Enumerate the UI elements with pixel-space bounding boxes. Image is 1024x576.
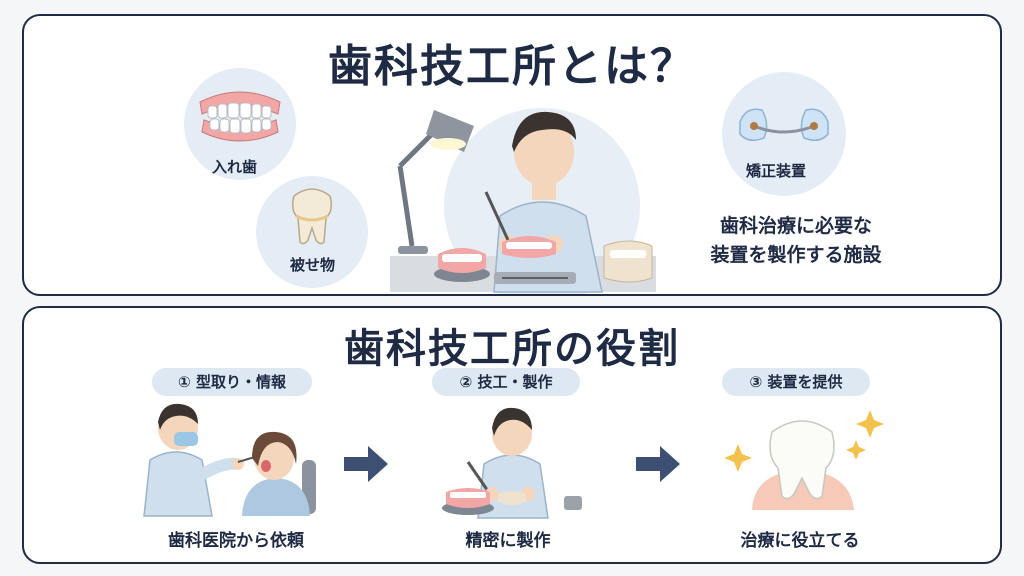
- technician-icon: [442, 407, 582, 519]
- roles-panel: 歯科技工所の役割 ① 型取り・情報 歯科医院から依頼 ② 技工・製作: [22, 306, 1002, 564]
- denture-icon: [199, 91, 281, 142]
- denture-label: 入れ歯: [212, 158, 258, 176]
- step-2-pill: ② 技工・製作: [432, 368, 580, 396]
- crown-label: 被せ物: [290, 256, 336, 274]
- intro-description: 歯科治療に必要な 装置を製作する施設: [676, 212, 916, 270]
- intro-description-line-1: 歯科治療に必要な: [719, 215, 872, 237]
- roles-title: 歯科技工所の役割: [344, 326, 680, 372]
- arrow-right-icon-1: [344, 446, 388, 482]
- dentist-patient-icon: [143, 403, 316, 517]
- step-1-caption: 歯科医院から依頼: [168, 531, 304, 551]
- step-2-caption: 精密に製作: [465, 531, 551, 551]
- tooth-crown-icon: [291, 188, 333, 245]
- lab-technician-illustration: [390, 108, 656, 294]
- arrow-right-icon-2: [636, 446, 680, 482]
- intro-description-line-2: 装置を製作する施設: [710, 244, 882, 266]
- intro-panel: 歯科技工所とは？ 入れ歯 被せ物: [22, 14, 1002, 296]
- step-1-pill: ① 型取り・情報: [152, 368, 312, 396]
- intro-title: 歯科技工所とは？: [328, 41, 696, 92]
- orthodontic-appliance-icon: [739, 108, 829, 141]
- orthodontic-label: 矯正装置: [746, 162, 807, 180]
- step-3-pill: ③ 装置を提供: [722, 368, 870, 396]
- step-3-caption: 治療に役立てる: [740, 531, 860, 551]
- sparkling-tooth-icon: [724, 410, 884, 510]
